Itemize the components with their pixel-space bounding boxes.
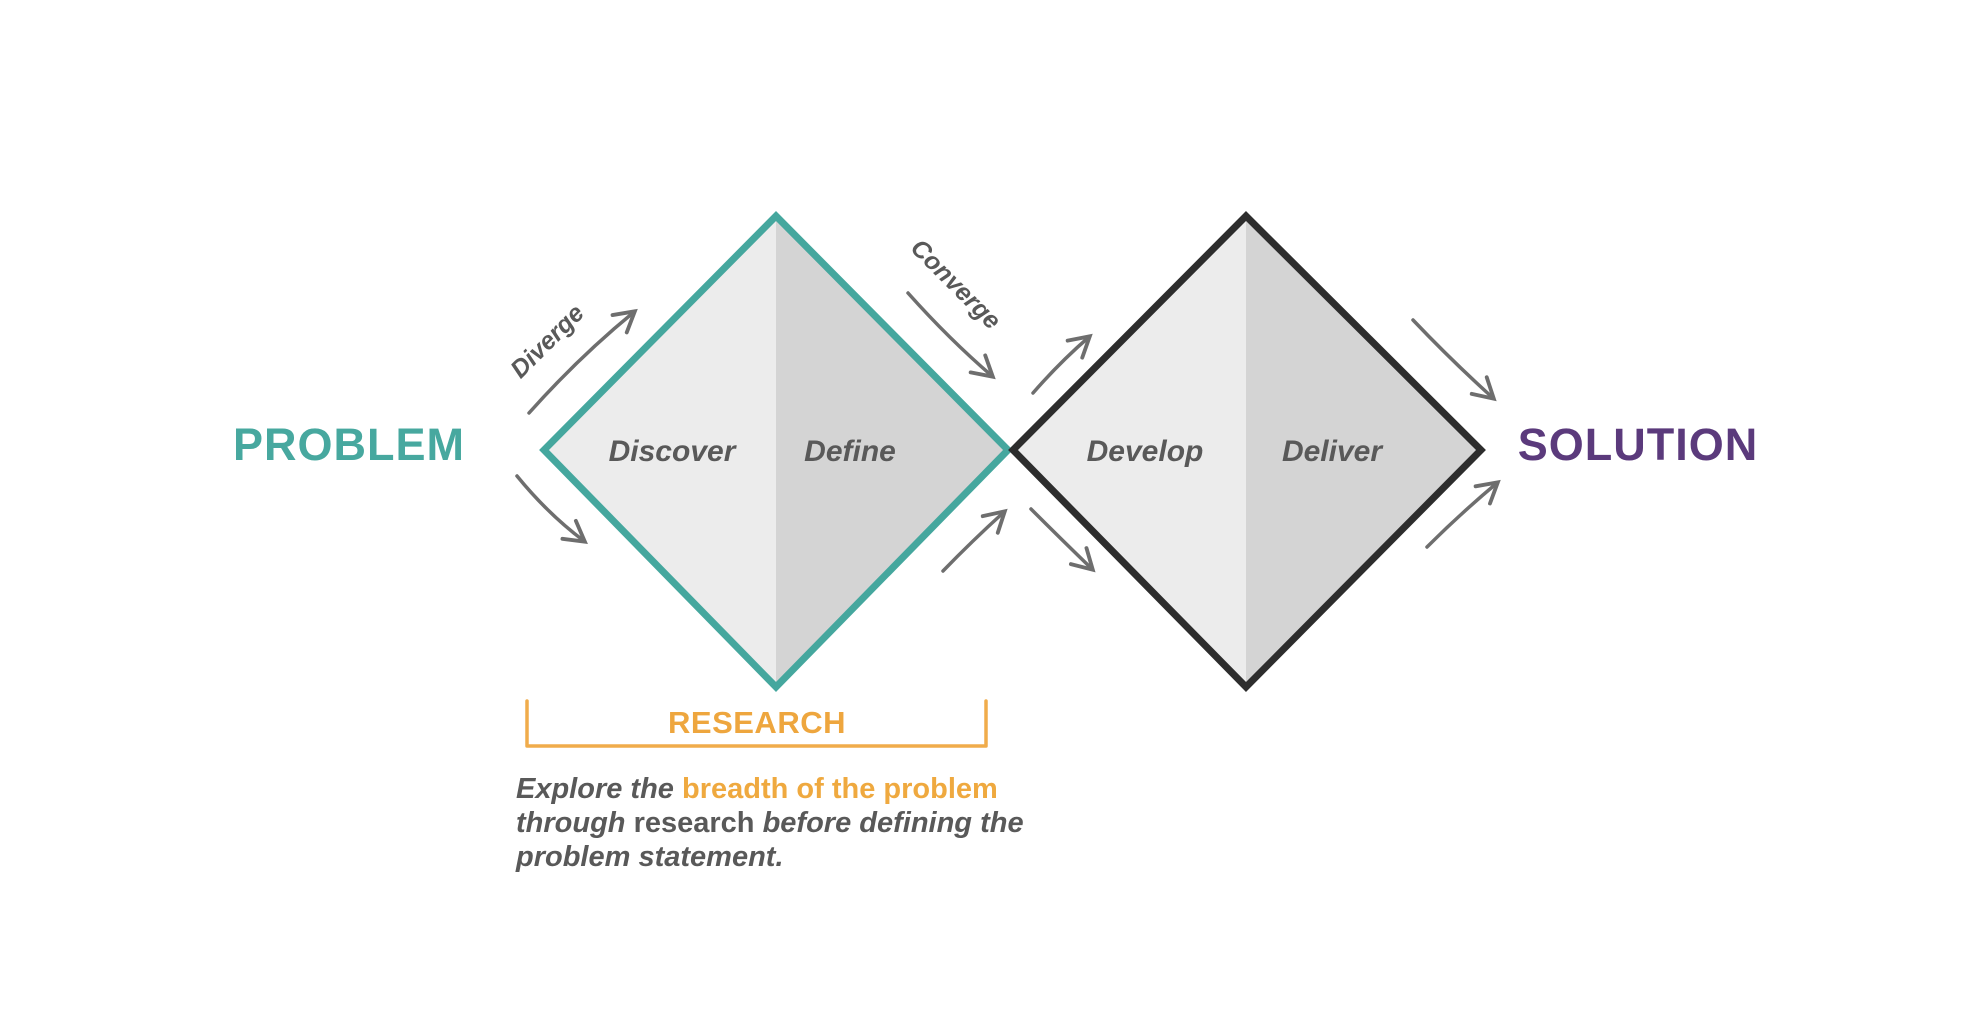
converge-arrow-icon bbox=[906, 291, 996, 380]
discover-label: Discover bbox=[609, 435, 738, 468]
deliver-label: Deliver bbox=[1282, 435, 1384, 468]
mid-bottom-left-arrow-icon bbox=[941, 508, 1008, 573]
develop-half bbox=[1013, 216, 1246, 687]
research-bracket bbox=[525, 699, 988, 748]
sketch-arrows bbox=[515, 291, 1501, 573]
research-label: RESEARCH bbox=[668, 705, 846, 740]
deliver-half bbox=[1246, 216, 1481, 687]
caption-line-3: problem statement. bbox=[516, 840, 1024, 874]
problem-lower-arrow-icon bbox=[515, 474, 588, 544]
develop-label: Develop bbox=[1087, 435, 1204, 468]
problem-diamond: Discover Define bbox=[539, 211, 1013, 693]
caption-segment-bold: research bbox=[633, 807, 755, 839]
caption-segment: through bbox=[516, 807, 634, 839]
diverge-label: Diverge bbox=[505, 299, 590, 384]
mid-bottom-right-arrow-icon bbox=[1029, 507, 1096, 573]
mid-top-arrow-icon bbox=[1031, 333, 1093, 395]
discover-half bbox=[544, 216, 776, 687]
solution-label: SOLUTION bbox=[1518, 419, 1759, 470]
diverge-arrow-icon bbox=[527, 308, 638, 415]
define-half bbox=[776, 216, 1008, 687]
caption-line-1: Explore the breadth of the problem bbox=[516, 772, 1024, 806]
solution-upper-arrow-icon bbox=[1411, 318, 1497, 402]
solution-diamond: Develop Deliver bbox=[1008, 211, 1486, 692]
solution-lower-arrow-icon bbox=[1425, 479, 1501, 549]
caption-segment-highlight: breadth of the problem bbox=[682, 773, 998, 805]
problem-label: PROBLEM bbox=[233, 419, 465, 470]
caption-segment: problem statement. bbox=[516, 841, 784, 873]
caption-segment: before defining the bbox=[754, 807, 1024, 839]
caption-segment: Explore the bbox=[516, 773, 682, 805]
define-label: Define bbox=[804, 435, 896, 468]
problem-diamond-outline bbox=[539, 211, 1013, 693]
caption-text: Explore the breadth of the problem throu… bbox=[516, 772, 1024, 874]
solution-diamond-outline bbox=[1008, 211, 1486, 692]
converge-label: Converge bbox=[905, 234, 1006, 335]
caption-line-2: through research before defining the bbox=[516, 806, 1024, 840]
